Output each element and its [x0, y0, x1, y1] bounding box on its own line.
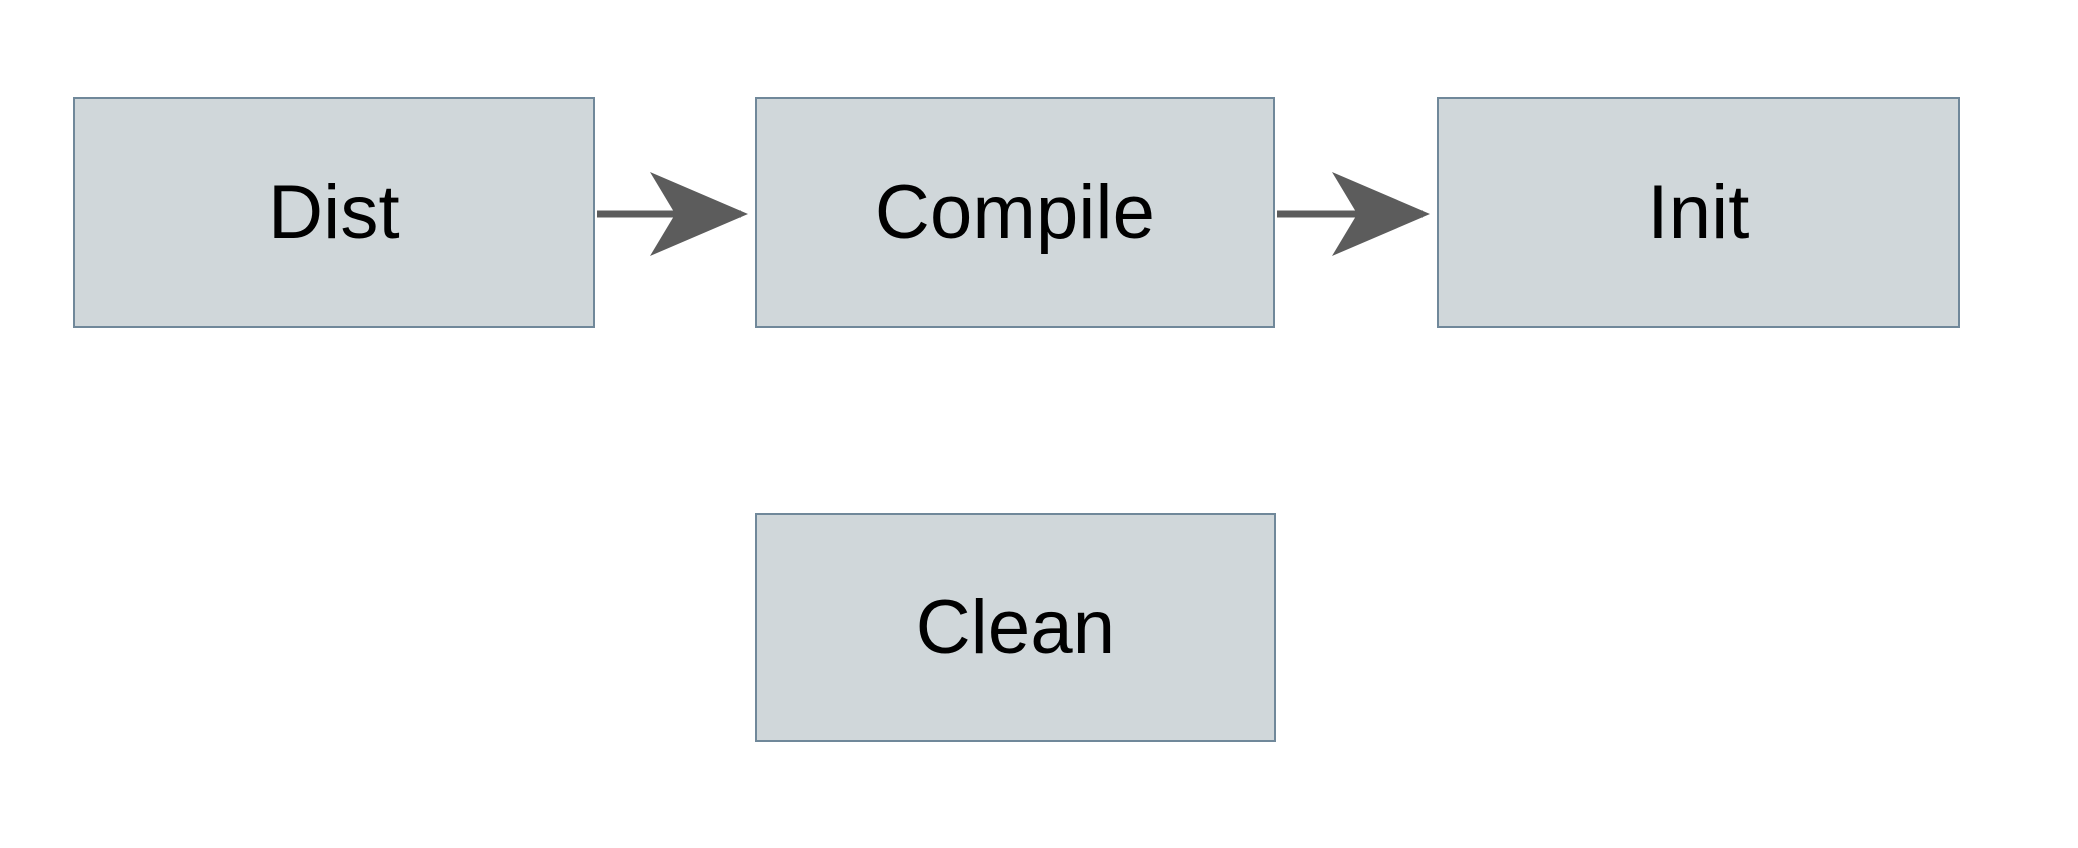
- node-clean-label: Clean: [915, 584, 1116, 670]
- node-init-label: Init: [1647, 169, 1750, 255]
- node-init[interactable]: Init: [1437, 97, 1960, 328]
- node-clean[interactable]: Clean: [755, 513, 1276, 742]
- node-dist-label: Dist: [268, 169, 400, 255]
- node-compile-label: Compile: [874, 169, 1156, 255]
- node-compile[interactable]: Compile: [755, 97, 1275, 328]
- node-dist[interactable]: Dist: [73, 97, 595, 328]
